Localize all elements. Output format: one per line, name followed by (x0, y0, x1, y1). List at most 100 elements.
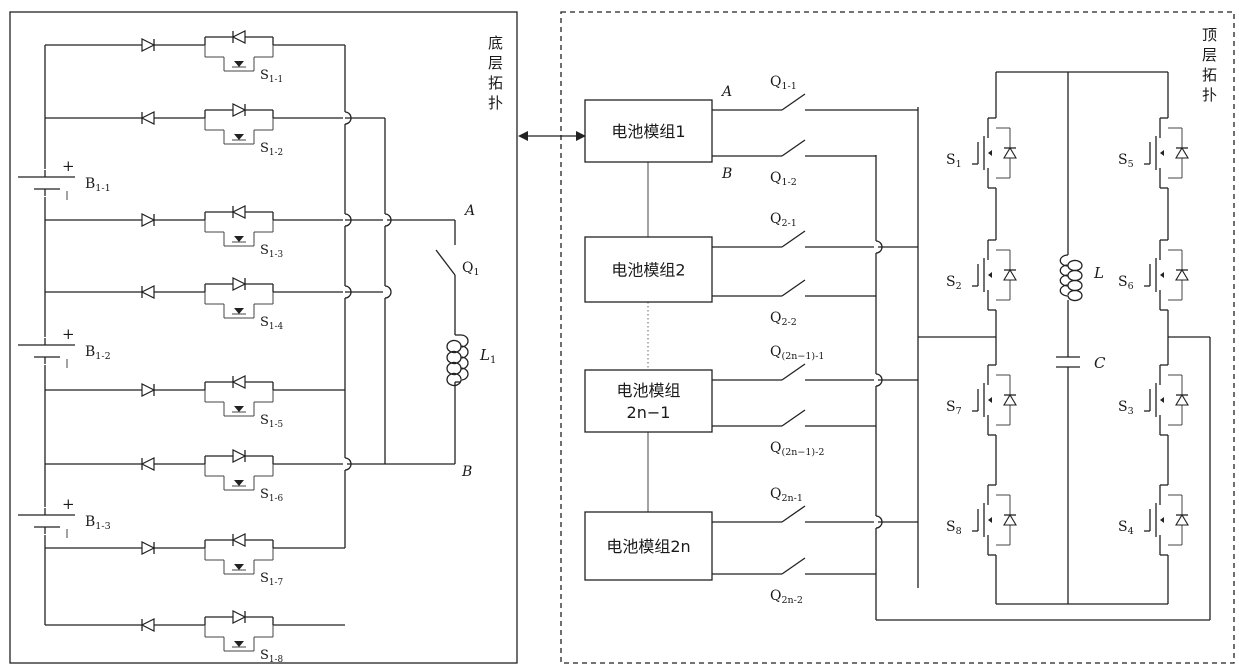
top-node-a-label: A (720, 84, 732, 100)
mosfet-switch-icon (1144, 239, 1194, 311)
battery-icon (18, 507, 78, 538)
module-switch-lower (712, 409, 876, 427)
switch-label: S1-1 (260, 68, 283, 85)
mosfet-label: S4 (1118, 519, 1134, 537)
battery-module-label: 2n−1 (627, 403, 671, 422)
inductor-l-label: L (1093, 264, 1104, 282)
switch-label: S1-2 (260, 141, 283, 158)
module-switch-upper (712, 363, 918, 381)
module-switch-upper (712, 230, 918, 248)
battery-module-label: 电池模组 (616, 381, 680, 400)
mosfet-switch-icon (972, 484, 1022, 556)
bottom-branch (45, 103, 345, 145)
module-switch-label: Q2n-2 (770, 588, 803, 606)
mosfet-label: S8 (946, 519, 962, 537)
module-switch-lower (712, 557, 876, 575)
switch-label: S1-7 (260, 571, 283, 588)
top-title-char: 扑 (1202, 86, 1217, 104)
series-diode-icon (141, 541, 156, 555)
battery-icon (18, 337, 78, 368)
bottom-title-char: 拓 (488, 74, 503, 92)
top-title-char: 拓 (1202, 66, 1217, 84)
antiparallel-diode-icon (232, 277, 247, 291)
top-topology-panel (560, 11, 1235, 664)
battery-module: 电池模组 2n−1 (584, 369, 713, 433)
series-diode-icon (141, 38, 156, 52)
antiparallel-diode-icon (232, 103, 247, 117)
antiparallel-diode-icon (231, 205, 246, 219)
bottom-branch (45, 205, 345, 247)
mosfet-switch-icon (1144, 117, 1194, 189)
top-title-char: 层 (1202, 46, 1217, 64)
battery-module: 电池模组2 (584, 236, 713, 303)
mosfet-label: S3 (1118, 399, 1134, 417)
battery-module: 电池模组1 (584, 99, 713, 163)
module-switch-label: Q2-2 (770, 310, 797, 328)
bottom-topology-title: 底 层 拓 扑 (488, 34, 503, 112)
top-title-char: 顶 (1202, 26, 1217, 44)
bottom-topology-wiring (44, 45, 456, 625)
bottom-topology-panel (9, 11, 518, 664)
bottom-branch (45, 30, 345, 72)
bottom-branch (45, 449, 345, 491)
inductor-l1-label: L1 (479, 346, 496, 366)
series-diode-icon (141, 383, 156, 397)
bottom-branch (45, 533, 345, 575)
switch-label: S1-5 (260, 413, 283, 430)
mosfet-label: S6 (1118, 274, 1134, 292)
switch-q1-label: Q1 (462, 260, 480, 278)
mosfet-switch-icon (972, 239, 1022, 311)
antiparallel-diode-icon (231, 375, 246, 389)
mosfet-switch-icon (1144, 484, 1194, 556)
plus-sign: + (62, 495, 75, 513)
mosfet-switch-icon (972, 364, 1022, 436)
battery-module-label: 电池模组2 (611, 261, 685, 280)
capacitor-c-label: C (1094, 354, 1106, 372)
bottom-branch (45, 610, 345, 652)
battery-label: B1-1 (85, 176, 111, 194)
series-diode-icon (140, 457, 155, 471)
series-diode-icon (140, 285, 155, 299)
battery-icon (18, 169, 78, 200)
mosfet-label: S7 (946, 399, 962, 417)
switch-label: S1-8 (260, 648, 284, 665)
node-b-label: B (461, 464, 472, 480)
module-switch-label: Q1-1 (770, 74, 797, 92)
plus-sign: + (62, 157, 75, 175)
bottom-branch (45, 277, 345, 319)
switch-label: S1-3 (260, 243, 283, 260)
double-arrow (518, 131, 586, 141)
series-diode-icon (141, 213, 156, 227)
mosfet-label: S5 (1118, 152, 1134, 170)
bottom-branch (45, 375, 345, 417)
bottom-title-char: 扑 (488, 94, 503, 112)
battery-module-label: 电池模组1 (611, 122, 685, 141)
mosfet-switch-icon (972, 117, 1022, 189)
module-switch-label: Q(2n−1)-1 (770, 344, 824, 362)
module-switch-lower (712, 139, 876, 157)
antiparallel-diode-icon (232, 449, 247, 463)
battery-label: B1-3 (85, 514, 111, 532)
top-node-b-label: B (721, 166, 732, 182)
plus-sign: + (62, 325, 75, 343)
inductor-l1-icon (446, 334, 469, 387)
switch-q1-blade (435, 249, 456, 276)
mosfet-label: S2 (946, 274, 962, 292)
antiparallel-diode-icon (231, 30, 246, 44)
module-switch-upper (712, 505, 918, 523)
series-diode-icon (140, 111, 155, 125)
module-switch-label: Q1-2 (770, 170, 797, 188)
module-switch-label: Q(2n−1)-2 (770, 440, 824, 458)
bottom-title-char: 底 (488, 34, 503, 52)
module-switch-label: Q2-1 (770, 211, 797, 229)
module-switch-lower (712, 279, 876, 297)
inductor-l-icon (1059, 254, 1083, 302)
battery-label: B1-2 (85, 344, 111, 362)
antiparallel-diode-icon (232, 610, 247, 624)
node-a-label: A (463, 203, 475, 219)
module-switch-upper (712, 93, 918, 111)
antiparallel-diode-icon (231, 533, 246, 547)
battery-module: 电池模组2n (584, 511, 713, 581)
bottom-title-char: 层 (488, 54, 503, 72)
